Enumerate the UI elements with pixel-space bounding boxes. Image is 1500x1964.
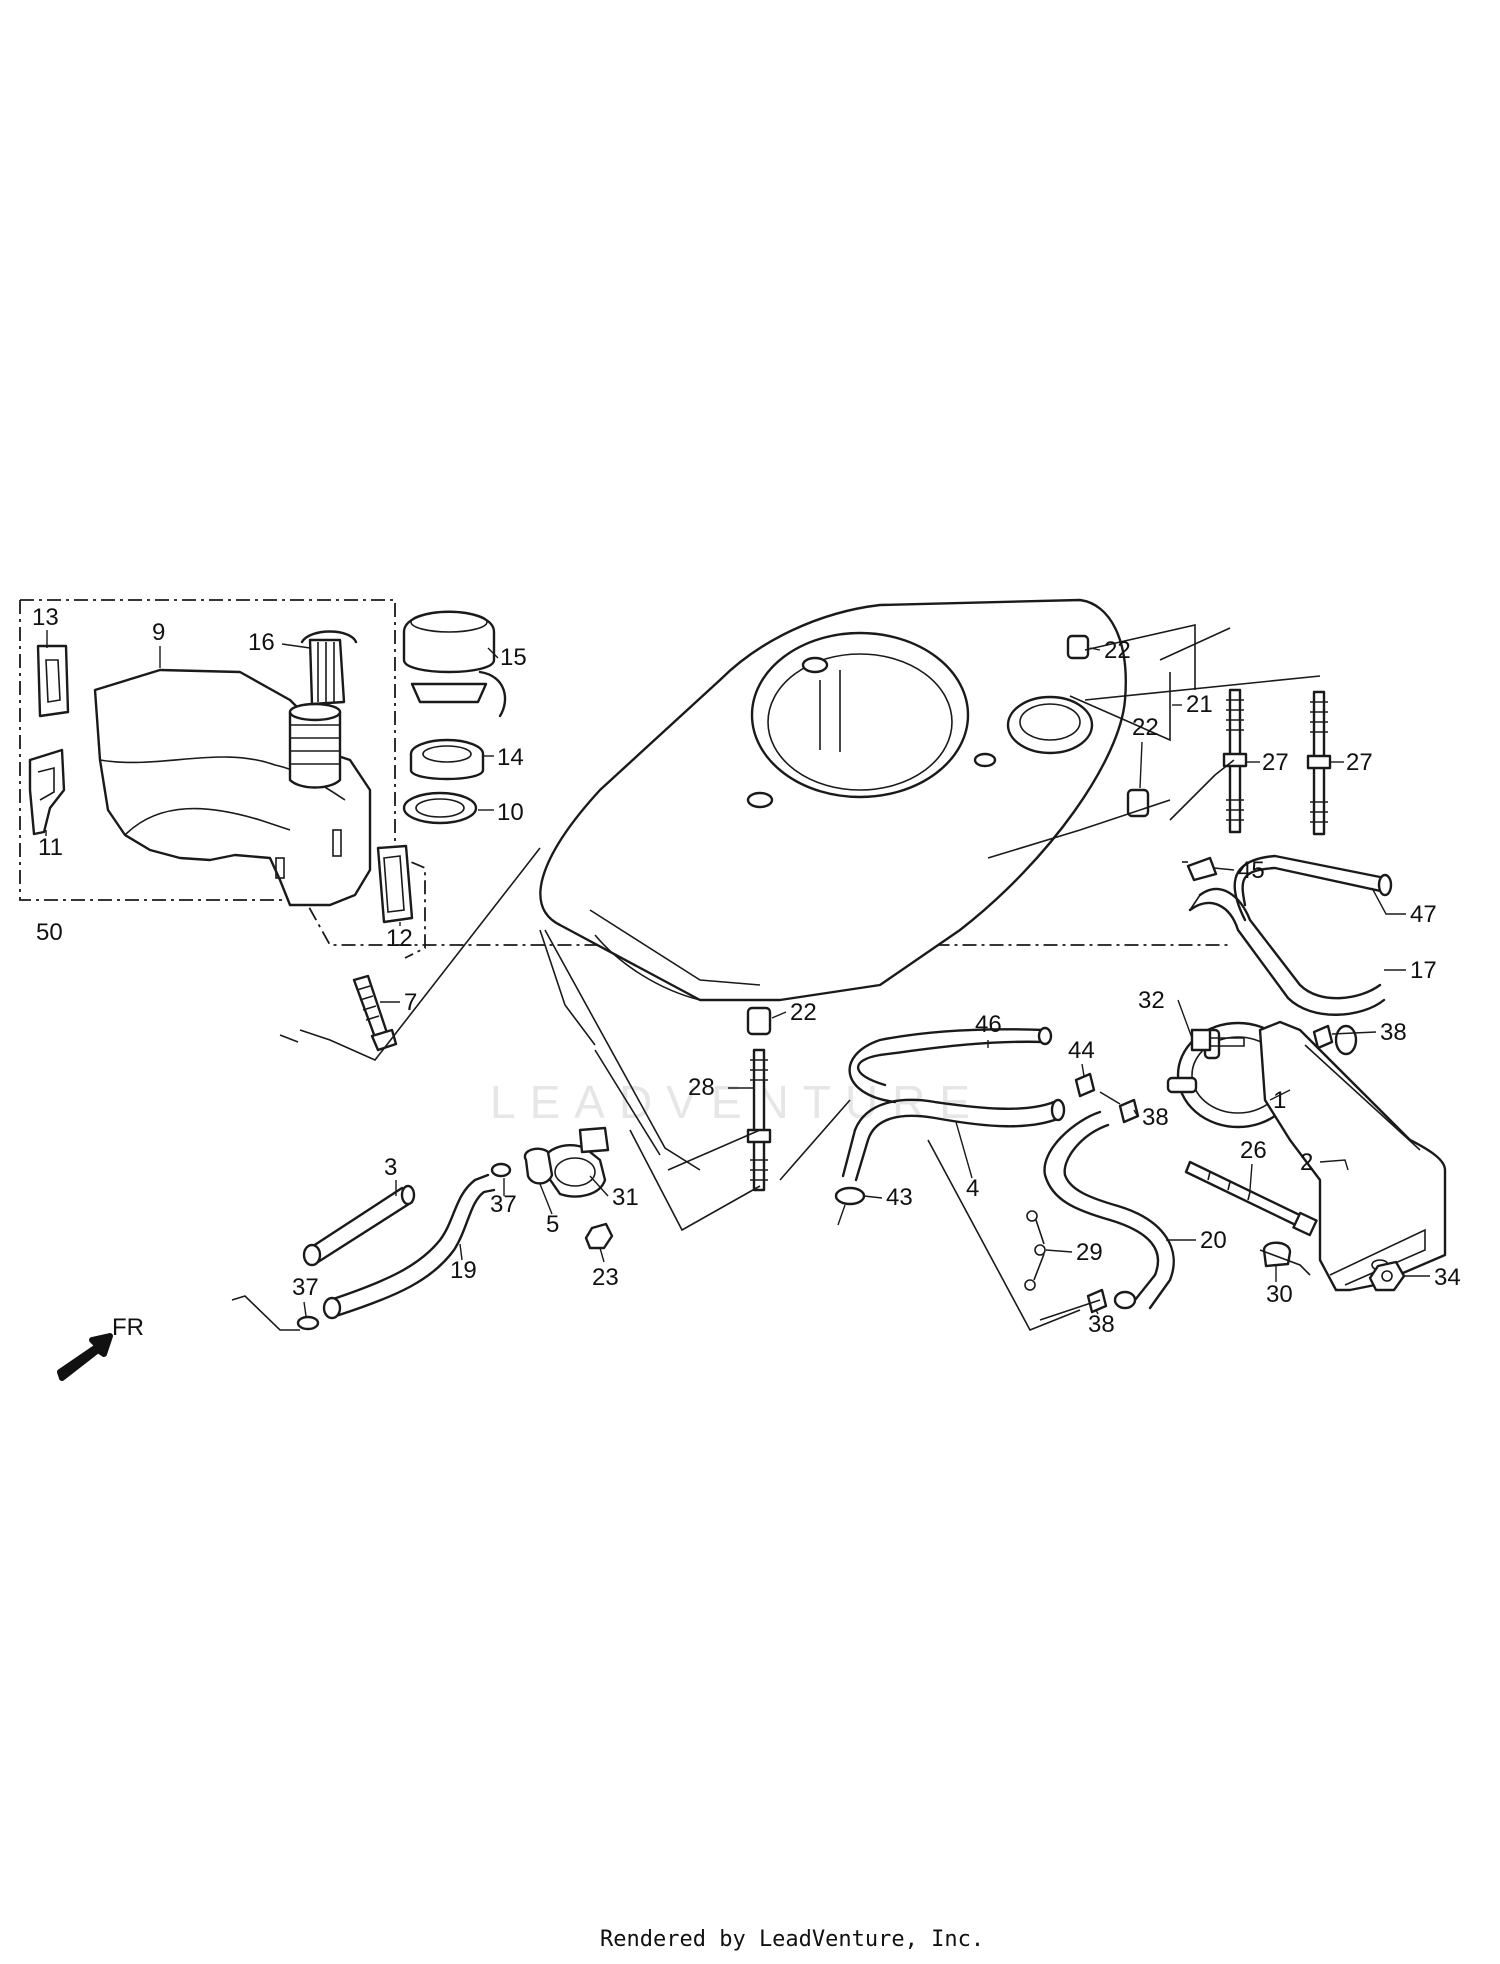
callout-10: 10 bbox=[497, 799, 524, 826]
direction-label: FR bbox=[112, 1314, 144, 1341]
callout-15: 15 bbox=[500, 644, 527, 671]
bolt-7 bbox=[352, 974, 398, 1052]
assembly-lines bbox=[231, 623, 1321, 1332]
stud-27-a bbox=[1222, 688, 1248, 834]
callout-34: 34 bbox=[1434, 1264, 1461, 1291]
callout-43: 43 bbox=[886, 1184, 913, 1211]
shroud-cover bbox=[539, 598, 1127, 1002]
hose-4 bbox=[841, 1098, 1066, 1182]
callout-45: 45 bbox=[1238, 857, 1265, 884]
callout-7: 7 bbox=[404, 989, 417, 1016]
callout-38-c: 38 bbox=[1088, 1311, 1115, 1338]
callout-9: 9 bbox=[152, 619, 165, 646]
callout-23: 23 bbox=[592, 1264, 619, 1291]
callout-12: 12 bbox=[386, 925, 413, 952]
watermark-text: LEADVENTURE bbox=[490, 1076, 984, 1128]
callout-leaders bbox=[45, 630, 1430, 1317]
grommet-22-mid bbox=[1126, 788, 1150, 818]
bolt-26 bbox=[1184, 1160, 1318, 1237]
grommet-12 bbox=[376, 844, 414, 924]
callout-17: 17 bbox=[1410, 957, 1437, 984]
clip-45 bbox=[1186, 856, 1218, 882]
callout-22-a: 22 bbox=[1104, 637, 1131, 664]
callout-21: 21 bbox=[1186, 691, 1213, 718]
fuel-tank bbox=[93, 668, 372, 907]
callout-44: 44 bbox=[1068, 1037, 1095, 1064]
hose-3 bbox=[302, 1184, 416, 1267]
callout-11: 11 bbox=[38, 834, 63, 861]
callout-5: 5 bbox=[546, 1211, 559, 1238]
nut-23 bbox=[584, 1222, 614, 1250]
callout-26: 26 bbox=[1240, 1137, 1267, 1164]
grommet-22-low bbox=[746, 1006, 772, 1036]
hose-47 bbox=[1233, 854, 1393, 922]
callout-4: 4 bbox=[966, 1175, 979, 1202]
callout-2: 2 bbox=[1300, 1149, 1313, 1176]
nut-14 bbox=[409, 738, 485, 781]
callout-3: 3 bbox=[384, 1154, 397, 1181]
callout-47: 47 bbox=[1410, 901, 1437, 928]
callout-31: 31 bbox=[612, 1184, 639, 1211]
clamp-43 bbox=[834, 1186, 866, 1226]
callout-27-a: 27 bbox=[1262, 749, 1289, 776]
callout-50: 50 bbox=[36, 919, 63, 946]
callout-20: 20 bbox=[1200, 1227, 1227, 1254]
callout-14: 14 bbox=[497, 744, 524, 771]
fuel-valve-31 bbox=[540, 1126, 610, 1198]
callout-labels: 13 9 16 15 14 10 11 12 50 7 22 22 21 27 … bbox=[32, 604, 1461, 1338]
callout-46: 46 bbox=[975, 1011, 1002, 1038]
clip-11 bbox=[28, 748, 66, 836]
callout-13: 13 bbox=[32, 604, 59, 631]
callout-38-b: 38 bbox=[1142, 1104, 1169, 1131]
joint-5 bbox=[523, 1147, 554, 1185]
callout-27-b: 27 bbox=[1346, 749, 1373, 776]
clamp-30 bbox=[1262, 1241, 1292, 1268]
callout-30: 30 bbox=[1266, 1281, 1293, 1308]
grommet-13 bbox=[36, 644, 70, 718]
front-arrow-icon bbox=[57, 1333, 113, 1381]
clip-38-right bbox=[1312, 1024, 1334, 1050]
callout-32: 32 bbox=[1138, 987, 1165, 1014]
stud-27-b bbox=[1306, 690, 1332, 836]
nut-34 bbox=[1368, 1260, 1406, 1292]
callout-29: 29 bbox=[1076, 1239, 1103, 1266]
bolt-32 bbox=[1190, 1028, 1245, 1052]
callout-22-b: 22 bbox=[1132, 714, 1159, 741]
clip-44 bbox=[1074, 1072, 1096, 1098]
stud-28 bbox=[746, 1048, 772, 1192]
callout-38-a: 38 bbox=[1380, 1019, 1407, 1046]
callout-1: 1 bbox=[1273, 1087, 1286, 1114]
clamps-29 bbox=[1024, 1210, 1046, 1291]
callout-37-b: 37 bbox=[292, 1274, 319, 1301]
callout-16: 16 bbox=[248, 629, 275, 656]
strainer-16 bbox=[300, 630, 358, 706]
clamp-37-top bbox=[490, 1162, 512, 1178]
callout-28: 28 bbox=[688, 1074, 715, 1101]
grommet-22-top bbox=[1066, 634, 1090, 660]
clamp-37-low bbox=[296, 1315, 320, 1331]
hose-46 bbox=[848, 1026, 1053, 1104]
hose-20 bbox=[1043, 1110, 1175, 1310]
front-direction-indicator: FR bbox=[57, 1314, 144, 1381]
callout-22-c: 22 bbox=[790, 999, 817, 1026]
seal-10 bbox=[402, 791, 478, 825]
footer-credit: Rendered by LeadVenture, Inc. bbox=[600, 1927, 984, 1952]
fuel-cap-15 bbox=[402, 610, 507, 718]
kit-boundary bbox=[19, 599, 1230, 959]
callout-19: 19 bbox=[450, 1257, 477, 1284]
hose-19 bbox=[322, 1173, 496, 1320]
